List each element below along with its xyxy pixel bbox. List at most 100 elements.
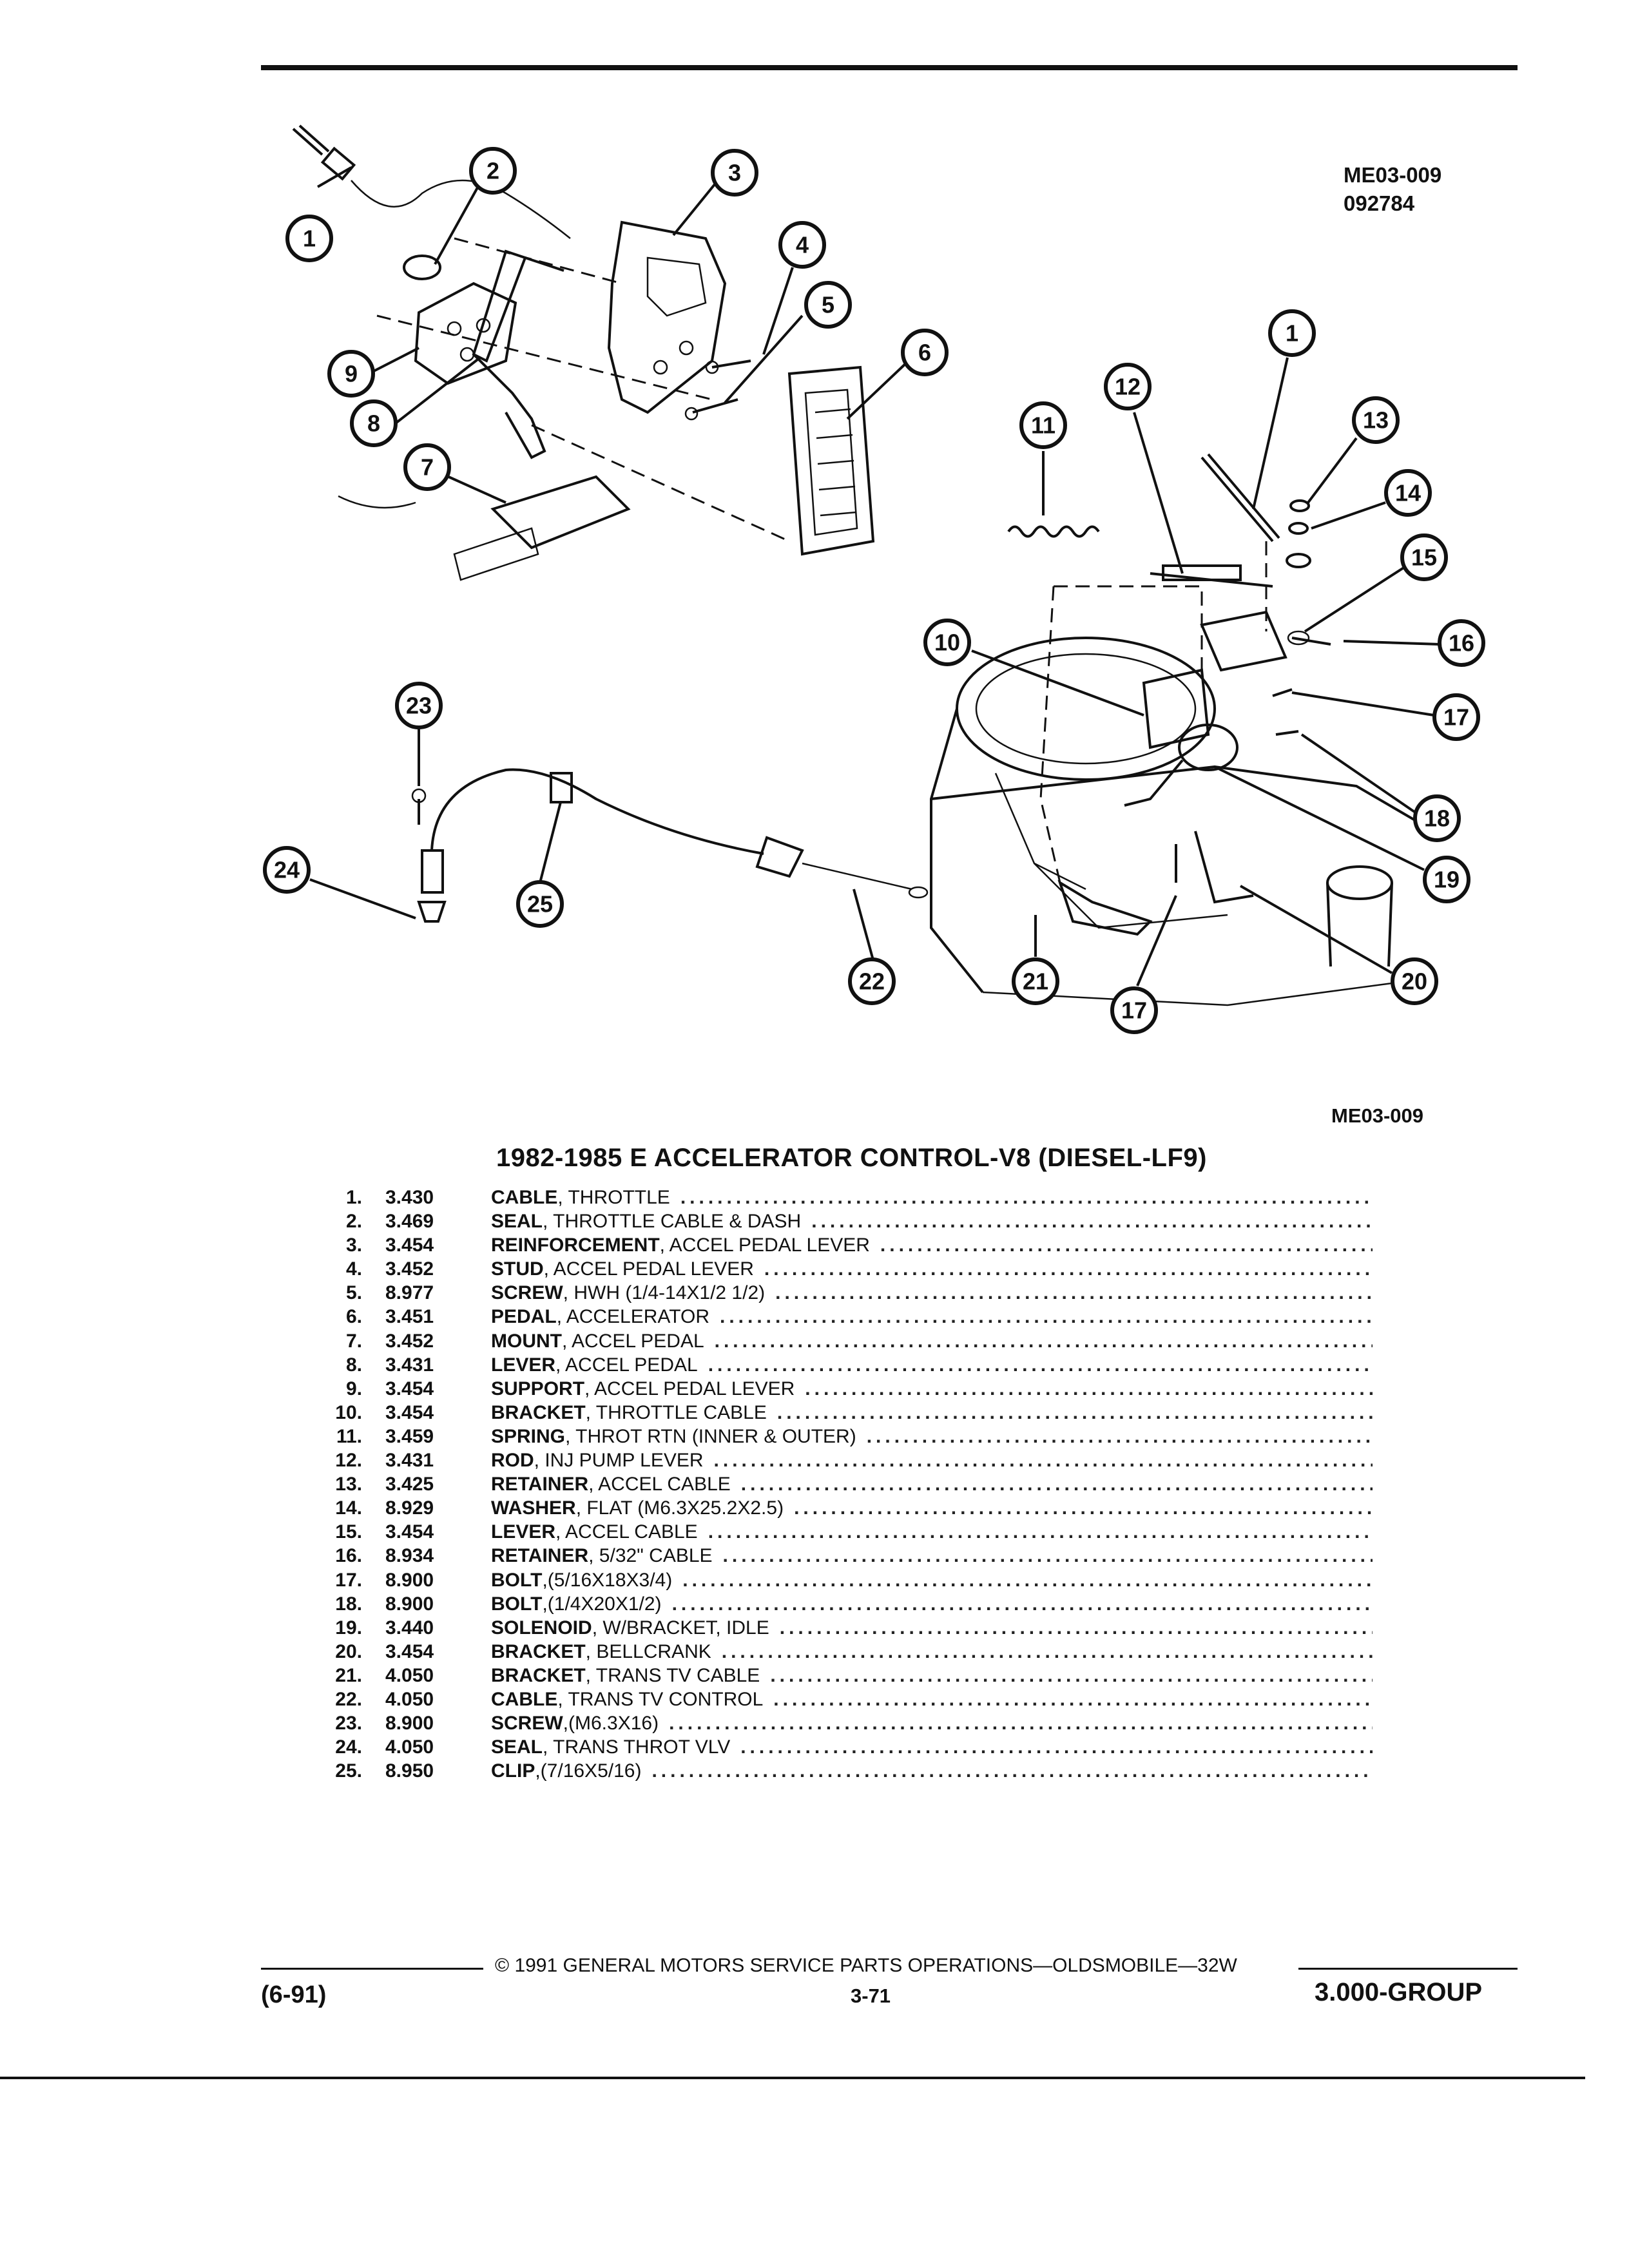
part-name: MOUNT bbox=[491, 1330, 562, 1352]
tv-cable-drawing bbox=[411, 768, 929, 923]
dot-leader: ........................................… bbox=[721, 1640, 1373, 1662]
part-name: REINFORCEMENT bbox=[491, 1235, 660, 1256]
part-group-code: 4.050 bbox=[385, 1664, 434, 1686]
svg-text:16: 16 bbox=[1449, 630, 1474, 657]
callout-24: 24 bbox=[263, 846, 311, 894]
callout-1-upper: 1 bbox=[285, 215, 333, 262]
part-group-code: 3.431 bbox=[385, 1354, 434, 1376]
part-group-code: 3.459 bbox=[385, 1425, 434, 1447]
part-name: LEVER bbox=[491, 1354, 556, 1376]
dot-leader: ........................................… bbox=[651, 1760, 1373, 1782]
part-group-code: 3.454 bbox=[385, 1401, 434, 1423]
callout-16: 16 bbox=[1438, 619, 1485, 667]
dot-leader: ........................................… bbox=[779, 1617, 1373, 1639]
svg-text:18: 18 bbox=[1424, 805, 1450, 832]
part-description: , ACCEL PEDAL LEVER bbox=[659, 1235, 870, 1256]
svg-text:1: 1 bbox=[303, 226, 316, 252]
part-index: 17. bbox=[335, 1569, 362, 1591]
part-group-code: 3.430 bbox=[385, 1187, 434, 1208]
callout-22: 22 bbox=[848, 957, 896, 1005]
part-group-code: 3.454 bbox=[385, 1640, 434, 1662]
revision-date: (6-91) bbox=[261, 1981, 327, 2008]
dot-leader: ........................................… bbox=[719, 1306, 1373, 1328]
part-index: 20. bbox=[335, 1640, 362, 1662]
dot-leader: ........................................… bbox=[708, 1521, 1373, 1543]
bottom-rule bbox=[0, 2077, 1585, 2079]
callout-15: 15 bbox=[1400, 533, 1448, 581]
part-group-code: 8.950 bbox=[385, 1760, 434, 1782]
page-number: 3-71 bbox=[851, 1984, 891, 2007]
svg-text:17: 17 bbox=[1121, 997, 1147, 1024]
callout-14: 14 bbox=[1384, 469, 1432, 517]
part-name: SEAL bbox=[491, 1736, 543, 1758]
dot-leader: ........................................… bbox=[682, 1569, 1373, 1591]
part-index: 7. bbox=[345, 1330, 362, 1352]
part-index: 15. bbox=[335, 1521, 362, 1543]
part-group-code: 3.454 bbox=[385, 1521, 434, 1543]
part-name: BRACKET bbox=[491, 1401, 586, 1423]
part-description: , ACCELERATOR bbox=[556, 1306, 709, 1328]
part-description: , HWH (1/4-14X1/2 1/2) bbox=[563, 1282, 766, 1304]
part-group-code: 3.440 bbox=[385, 1617, 434, 1639]
part-description: ,(5/16X18X3/4) bbox=[542, 1569, 673, 1591]
part-description: , ACCEL PEDAL LEVER bbox=[543, 1258, 754, 1280]
part-index: 10. bbox=[335, 1401, 362, 1423]
part-group-code: 4.050 bbox=[385, 1736, 434, 1758]
callout-9: 9 bbox=[327, 350, 375, 398]
callout-1-engine: 1 bbox=[1268, 309, 1316, 357]
part-name: STUD bbox=[491, 1258, 544, 1280]
svg-text:2: 2 bbox=[487, 158, 499, 184]
figure-code: ME03-009 bbox=[1344, 163, 1442, 187]
part-description: , THROT RTN (INNER & OUTER) bbox=[565, 1425, 856, 1447]
svg-text:21: 21 bbox=[1023, 968, 1048, 995]
svg-text:9: 9 bbox=[345, 361, 358, 387]
footer-rule-left bbox=[261, 1968, 483, 1970]
callout-2: 2 bbox=[469, 147, 517, 195]
part-index: 16. bbox=[335, 1545, 362, 1567]
callout-8: 8 bbox=[350, 399, 398, 447]
part-index: 22. bbox=[335, 1688, 362, 1710]
part-group-code: 8.900 bbox=[385, 1569, 434, 1591]
dot-leader: ........................................… bbox=[811, 1211, 1373, 1233]
part-description: , BELLCRANK bbox=[585, 1640, 711, 1662]
svg-text:22: 22 bbox=[859, 968, 885, 995]
part-index: 2. bbox=[345, 1211, 362, 1233]
part-index: 9. bbox=[345, 1378, 362, 1399]
callout-23: 23 bbox=[395, 682, 443, 729]
svg-text:25: 25 bbox=[527, 891, 553, 918]
svg-text:5: 5 bbox=[822, 292, 834, 318]
copyright-text: © 1991 GENERAL MOTORS SERVICE PARTS OPER… bbox=[495, 1955, 1237, 1976]
part-index: 8. bbox=[345, 1354, 362, 1376]
part-name: SEAL bbox=[491, 1211, 543, 1233]
callout-18: 18 bbox=[1413, 794, 1461, 842]
dot-leader: ........................................… bbox=[866, 1425, 1373, 1447]
part-name: RETAINER bbox=[491, 1545, 589, 1567]
part-group-code: 3.451 bbox=[385, 1306, 434, 1328]
part-name: ROD bbox=[491, 1450, 534, 1472]
part-index: 1. bbox=[345, 1187, 362, 1208]
callout-12: 12 bbox=[1104, 363, 1152, 410]
part-index: 24. bbox=[335, 1736, 362, 1758]
dot-leader: ........................................… bbox=[775, 1282, 1373, 1304]
part-group-code: 3.431 bbox=[385, 1450, 434, 1472]
callout-20: 20 bbox=[1391, 957, 1438, 1005]
part-index: 19. bbox=[335, 1617, 362, 1639]
dot-leader: ........................................… bbox=[770, 1664, 1373, 1686]
